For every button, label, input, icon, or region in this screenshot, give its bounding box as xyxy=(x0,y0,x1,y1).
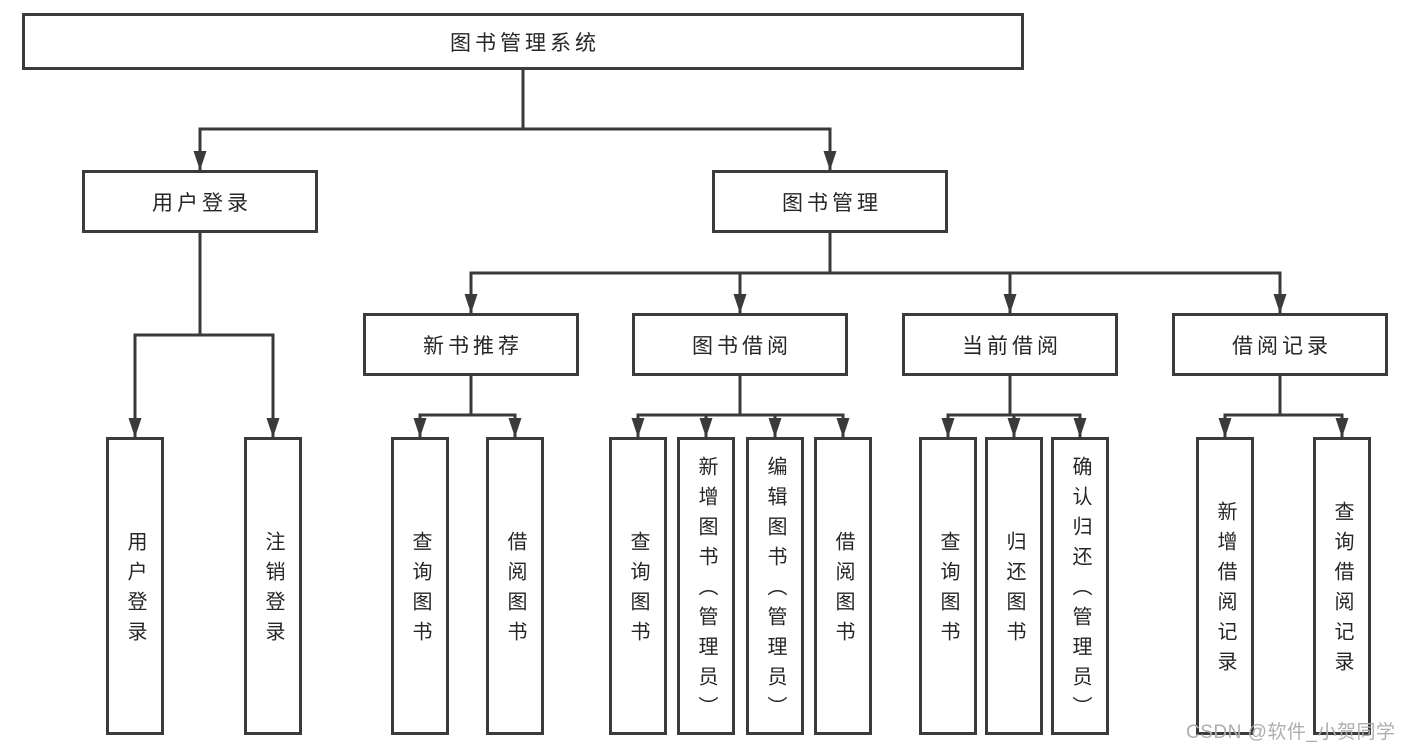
leaf-newbook-query: 查询图书 xyxy=(391,437,449,735)
leaf-current-query: 查询图书 xyxy=(919,437,977,735)
node-user-login-branch: 用户登录 xyxy=(82,170,318,233)
leaf-newbook-borrow: 借阅图书 xyxy=(486,437,544,735)
leaf-user-login-label: 用户登录 xyxy=(124,531,146,651)
leaf-record-query: 查询借阅记录 xyxy=(1313,437,1371,735)
csdn-watermark: CSDN @软件_小贺同学 xyxy=(1186,722,1396,743)
leaf-borrowing-query-label: 查询图书 xyxy=(627,531,649,651)
leaf-current-return: 归还图书 xyxy=(985,437,1043,735)
node-book-management-branch-label: 图书管理 xyxy=(782,191,882,215)
node-section-new-book-label: 新书推荐 xyxy=(423,334,523,358)
leaf-logout-label: 注销登录 xyxy=(262,531,284,651)
connector-borrowing-to-leaves xyxy=(631,376,850,438)
connector-newbook-to-leaves xyxy=(413,376,522,438)
connector-bookmgmt-to-sections xyxy=(464,233,1287,314)
node-section-book-borrowing-label: 图书借阅 xyxy=(692,334,792,358)
node-section-borrow-record: 借阅记录 xyxy=(1172,313,1388,376)
connector-currentborrow-to-leaves xyxy=(941,376,1087,438)
node-section-current-borrow-label: 当前借阅 xyxy=(962,334,1062,358)
node-book-management-branch: 图书管理 xyxy=(712,170,948,233)
leaf-record-add-label: 新增借阅记录 xyxy=(1214,501,1236,681)
node-user-login-branch-label: 用户登录 xyxy=(152,191,252,215)
connector-borrowrecord-to-leaves xyxy=(1218,376,1349,438)
node-section-book-borrowing: 图书借阅 xyxy=(632,313,848,376)
leaf-borrowing-edit-label: 编辑图书（管理员） xyxy=(764,456,786,726)
leaf-user-login: 用户登录 xyxy=(106,437,164,735)
leaf-borrowing-borrow-label: 借阅图书 xyxy=(832,531,854,651)
node-root-system: 图书管理系统 xyxy=(22,13,1024,70)
leaf-logout: 注销登录 xyxy=(244,437,302,735)
leaf-borrowing-borrow: 借阅图书 xyxy=(814,437,872,735)
leaf-current-query-label: 查询图书 xyxy=(937,531,959,651)
node-section-new-book: 新书推荐 xyxy=(363,313,579,376)
node-section-current-borrow: 当前借阅 xyxy=(902,313,1118,376)
leaf-borrowing-add: 新增图书（管理员） xyxy=(677,437,735,735)
leaf-record-query-label: 查询借阅记录 xyxy=(1331,501,1353,681)
node-root-system-label: 图书管理系统 xyxy=(450,31,600,55)
connector-root-to-level2 xyxy=(193,70,837,171)
leaf-record-add: 新增借阅记录 xyxy=(1196,437,1254,735)
leaf-newbook-borrow-label: 借阅图书 xyxy=(504,531,526,651)
leaf-borrowing-edit: 编辑图书（管理员） xyxy=(746,437,804,735)
leaf-current-confirm: 确认归还（管理员） xyxy=(1051,437,1109,735)
node-section-borrow-record-label: 借阅记录 xyxy=(1232,334,1332,358)
leaf-current-return-label: 归还图书 xyxy=(1003,531,1025,651)
leaf-borrowing-query: 查询图书 xyxy=(609,437,667,735)
leaf-current-confirm-label: 确认归还（管理员） xyxy=(1069,456,1091,726)
connector-userlogin-to-leaves xyxy=(128,233,280,438)
leaf-newbook-query-label: 查询图书 xyxy=(409,531,431,651)
leaf-borrowing-add-label: 新增图书（管理员） xyxy=(695,456,717,726)
